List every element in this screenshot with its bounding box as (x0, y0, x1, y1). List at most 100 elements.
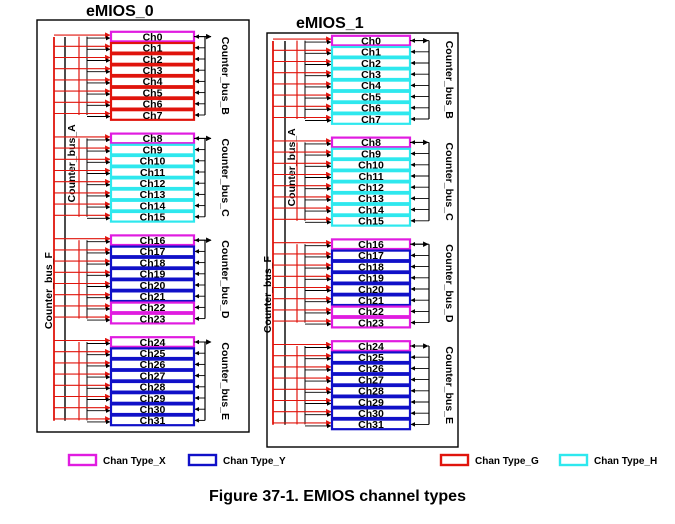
legend-item-y: Chan Type_Y (187, 453, 286, 467)
channel-label: Ch29 (358, 397, 384, 409)
channel-label: Ch15 (358, 216, 384, 228)
legend-item-h: Chan Type_H (558, 453, 657, 467)
channel-box-ch29 (109, 392, 196, 404)
channel-group-3: Ch24Ch25Ch26Ch27Ch28Ch29Ch30Ch31Counter_… (54, 336, 231, 427)
channel-box-ch23 (330, 316, 412, 329)
module-title: eMIOS_1 (296, 15, 364, 32)
channel-label: Ch6 (143, 99, 163, 111)
group-bus-label: Counter_bus_C (443, 143, 455, 222)
channel-label: Ch28 (358, 386, 384, 398)
channel-box-ch25 (109, 347, 196, 360)
channel-label: Ch12 (140, 178, 166, 190)
channel-box-ch30 (330, 407, 412, 420)
channel-box-ch31 (330, 418, 412, 431)
channel-label: Ch5 (361, 91, 381, 103)
channel-label: Ch5 (143, 87, 163, 99)
legend-swatch (67, 453, 98, 467)
channel-label: Ch19 (140, 269, 166, 281)
channel-label: Ch13 (358, 193, 384, 205)
channel-box-ch20 (330, 283, 412, 295)
channel-label: Ch1 (143, 43, 163, 55)
channel-box-ch28 (330, 384, 412, 397)
channel-box-ch18 (109, 256, 196, 269)
channel-label: Ch14 (358, 204, 384, 216)
channel-box-ch7 (330, 113, 412, 125)
legend-swatch (558, 453, 589, 467)
channel-box-ch21 (330, 294, 412, 307)
channel-label: Ch9 (143, 144, 163, 156)
figure-caption: Figure 37-1. EMIOS channel types (209, 488, 466, 505)
channel-label: Ch28 (140, 382, 166, 394)
channel-label: Ch16 (358, 239, 384, 251)
module-title: eMIOS_0 (86, 3, 154, 20)
channel-box-ch10 (330, 158, 412, 171)
channel-label: Ch4 (361, 80, 381, 92)
channel-label: Ch22 (140, 302, 166, 314)
channel-box-ch1 (330, 45, 412, 58)
group-bus-label: Counter_bus_E (443, 346, 455, 424)
channel-label: Ch20 (358, 284, 384, 296)
legend-swatch (439, 453, 470, 467)
channel-label: Ch17 (358, 250, 384, 262)
channel-label: Ch24 (140, 337, 166, 349)
channel-box-ch22 (330, 305, 412, 318)
channel-group-2: Ch16Ch17Ch18Ch19Ch20Ch21Ch22Ch23Counter_… (273, 238, 455, 329)
channel-box-ch6 (109, 97, 196, 110)
channel-box-ch1 (109, 41, 196, 54)
counter-bus-a-label: Counter_bus_A (66, 124, 78, 203)
channel-label: Ch21 (140, 291, 166, 303)
legend-label: Chan Type_X (103, 456, 166, 467)
channel-label: Ch2 (143, 54, 163, 66)
channel-label: Ch20 (140, 280, 166, 292)
channel-group-2: Ch16Ch17Ch18Ch19Ch20Ch21Ch22Ch23Counter_… (54, 234, 231, 325)
channel-label: Ch8 (143, 133, 163, 145)
counter-bus-a-label: Counter_bus_A (286, 128, 298, 207)
channel-label: Ch18 (140, 257, 166, 269)
channel-box-ch25 (330, 351, 412, 364)
module-frame (266, 32, 459, 448)
channel-box-ch6 (330, 101, 412, 114)
channel-label: Ch31 (140, 415, 166, 427)
legend-label: Chan Type_H (594, 456, 657, 467)
channel-label: Ch25 (358, 352, 384, 364)
group-bus-label: Counter_bus_E (219, 342, 231, 420)
counter-bus-f-label: Counter_bus_F (262, 256, 274, 334)
channel-label: Ch11 (358, 171, 383, 183)
legend-item-x: Chan Type_X (67, 453, 166, 467)
channel-label: Ch7 (361, 114, 381, 126)
channel-box-ch18 (330, 260, 412, 273)
counter-bus-f-label: Counter_bus_F (43, 252, 55, 330)
channel-box-ch3 (109, 64, 196, 77)
legend-item-g: Chan Type_G (439, 453, 539, 467)
channel-box-ch19 (109, 267, 196, 280)
channel-label: Ch3 (361, 69, 381, 81)
channel-box-ch15 (109, 210, 196, 223)
channel-box-ch5 (330, 90, 412, 103)
channel-label: Ch1 (361, 47, 381, 59)
channel-group-1: Ch8Ch9Ch10Ch11Ch12Ch13Ch14Ch15Counter_bu… (54, 132, 231, 224)
channel-box-ch17 (330, 249, 412, 262)
legend-label: Chan Type_G (475, 456, 539, 467)
group-bus-label: Counter_bus_B (443, 41, 455, 120)
channel-box-ch4 (109, 75, 196, 88)
channel-label: Ch22 (358, 306, 384, 318)
channel-box-ch12 (330, 181, 412, 194)
channel-label: Ch25 (140, 348, 166, 360)
channel-label: Ch26 (140, 359, 166, 371)
module-frame (36, 19, 250, 433)
channel-group-3: Ch24Ch25Ch26Ch27Ch28Ch29Ch30Ch31Counter_… (273, 340, 455, 431)
channel-label: Ch14 (140, 200, 166, 212)
channel-box-ch26 (109, 358, 196, 371)
channel-label: Ch16 (140, 235, 166, 247)
channel-box-ch29 (330, 396, 412, 408)
channel-label: Ch24 (358, 341, 384, 353)
channel-label: Ch0 (361, 35, 381, 47)
channel-box-ch13 (330, 192, 412, 205)
legend-label: Chan Type_Y (223, 456, 286, 467)
channel-box-ch11 (109, 166, 196, 178)
channel-label: Ch12 (358, 182, 384, 194)
channel-box-ch30 (109, 403, 196, 416)
